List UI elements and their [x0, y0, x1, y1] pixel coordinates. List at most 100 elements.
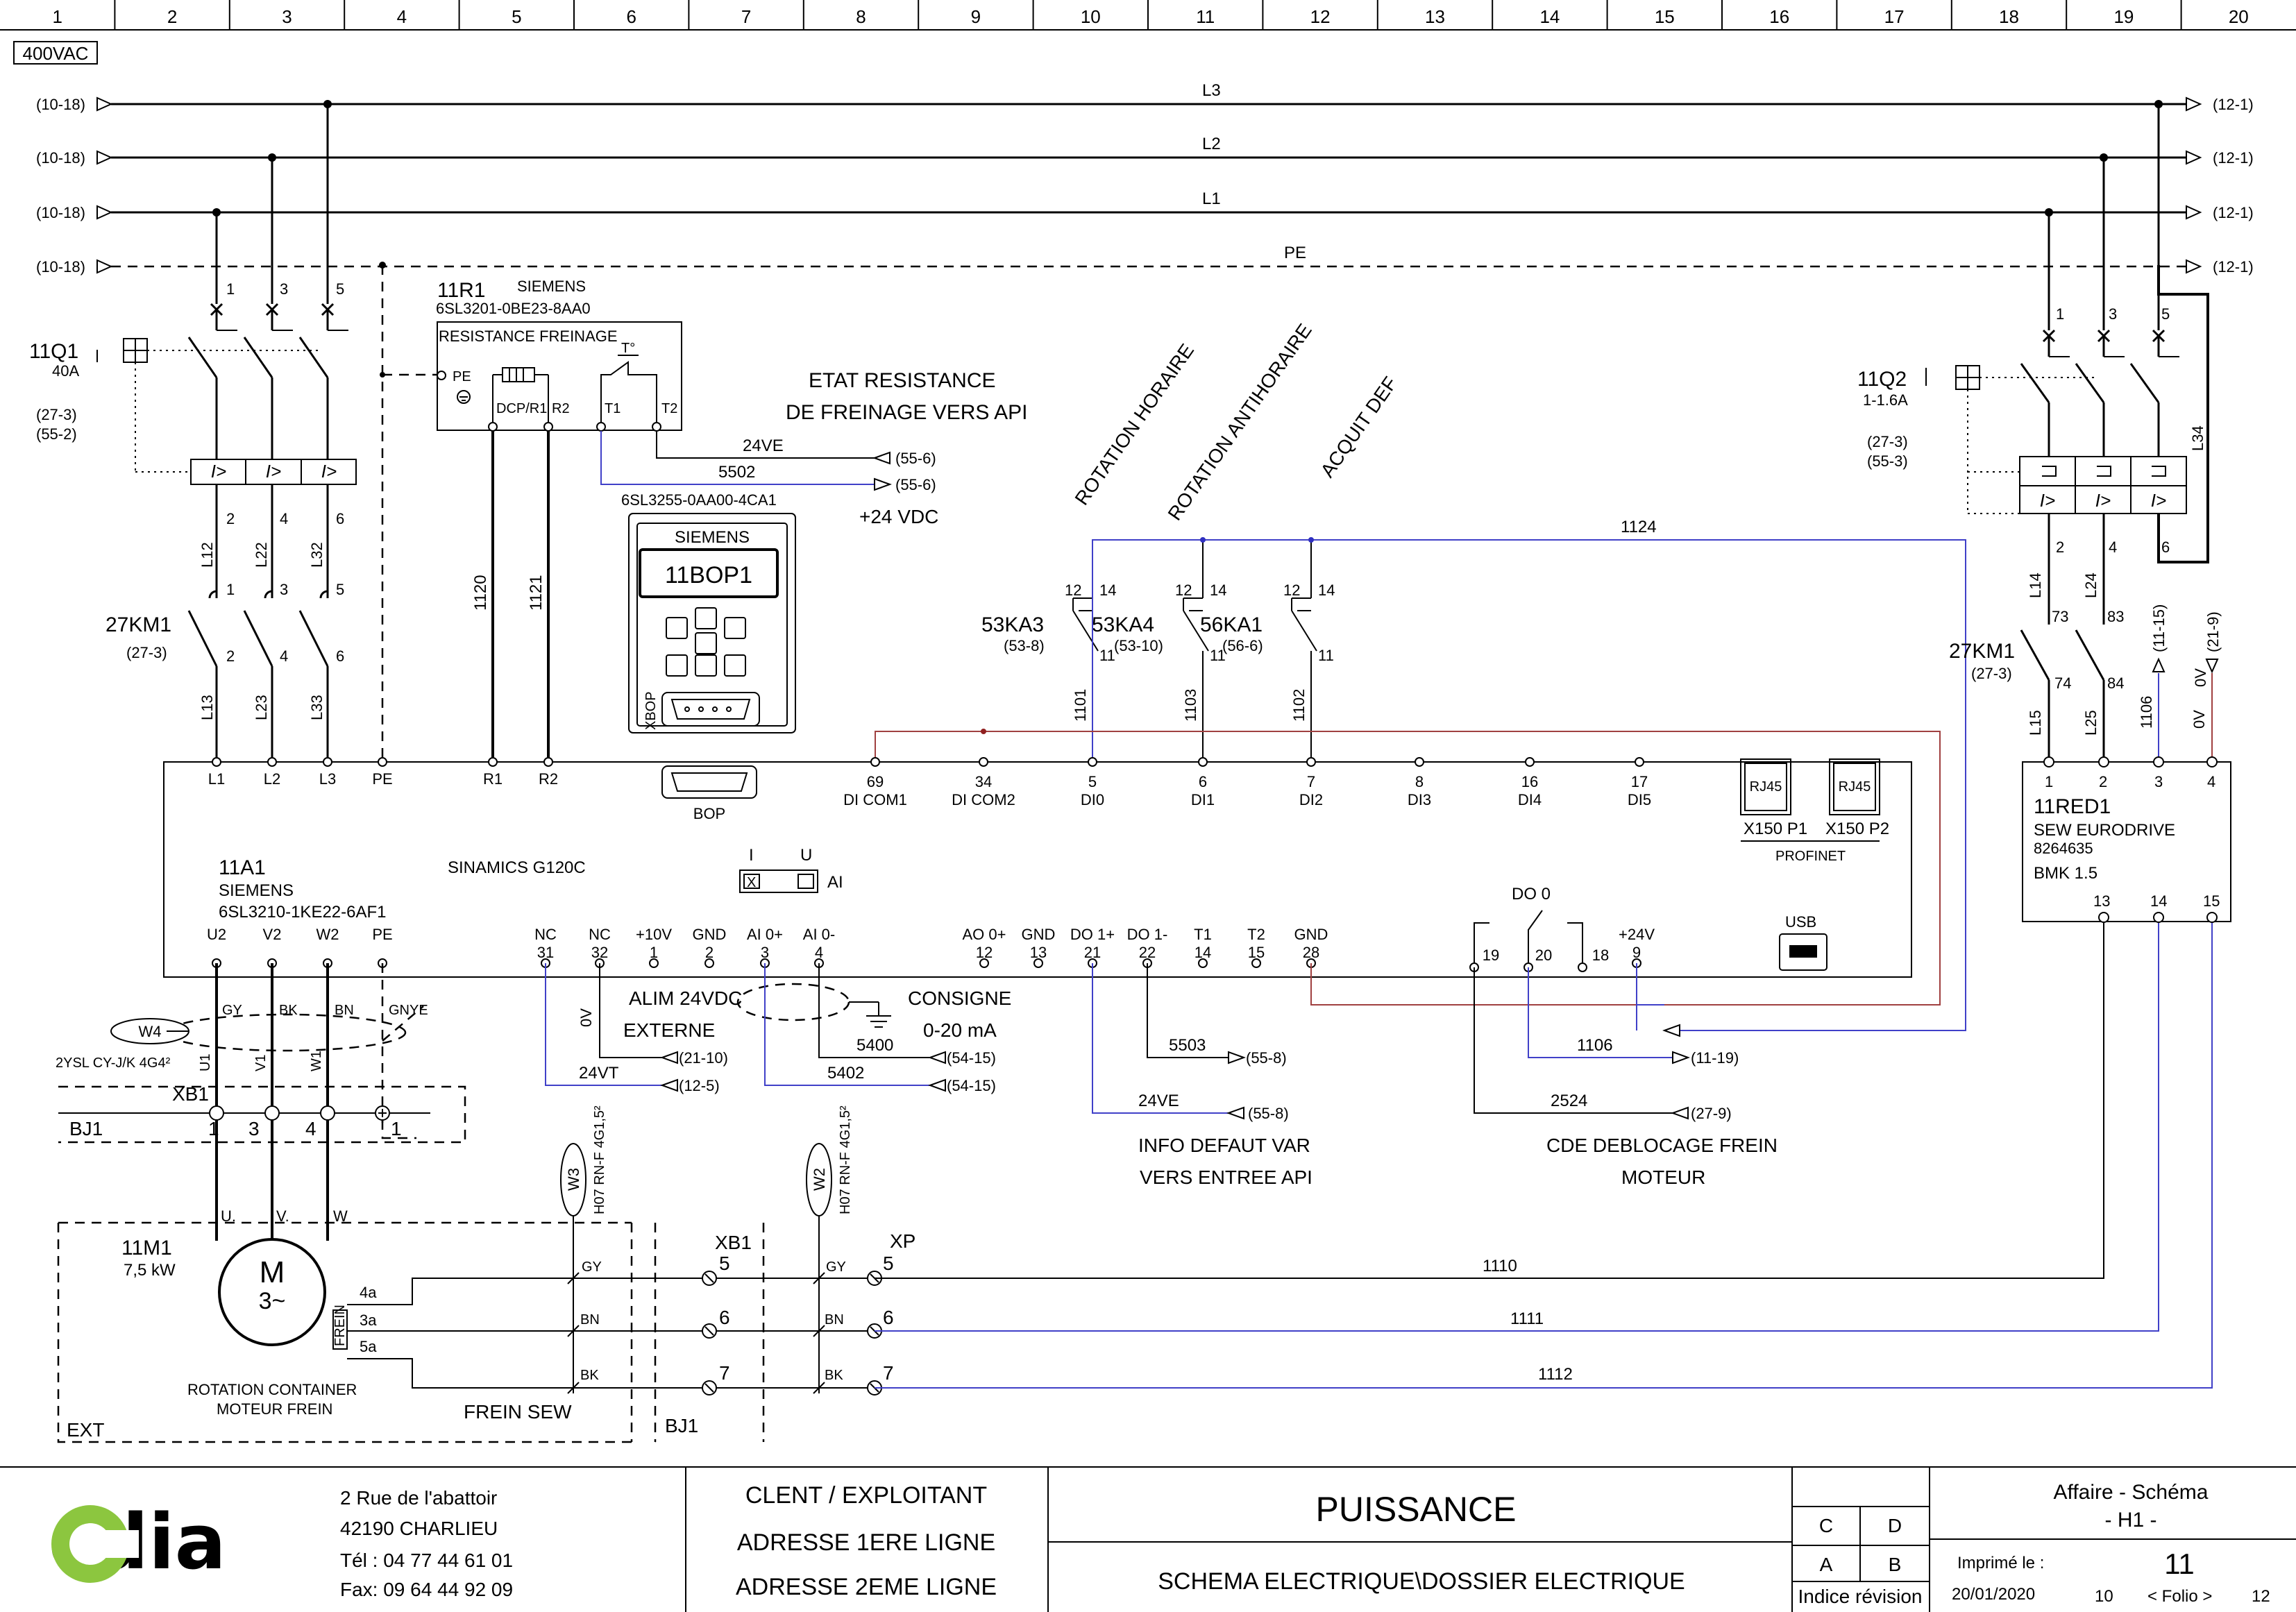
svg-text:4: 4 [305, 1118, 316, 1139]
drive-io-label: PE [372, 926, 392, 943]
drive-di-label: DI5 [1628, 791, 1651, 808]
svg-text:5400: 5400 [856, 1036, 893, 1055]
svg-text:T°: T° [621, 341, 635, 356]
svg-text:4: 4 [2207, 773, 2215, 790]
svg-text:14: 14 [1099, 582, 1116, 599]
svg-text:RESISTANCE FREINAGE: RESISTANCE FREINAGE [439, 328, 618, 345]
drive-io-number: 14 [1195, 944, 1211, 961]
svg-text:5: 5 [883, 1253, 894, 1274]
drive-io-number: 21 [1084, 944, 1101, 961]
drive-di-label: DI4 [1518, 791, 1542, 808]
svg-text:11: 11 [1099, 647, 1115, 664]
drive-di-number: 17 [1631, 773, 1648, 790]
bus-label: L3 [1202, 81, 1221, 100]
svg-text:(55-2): (55-2) [36, 425, 77, 443]
svg-text:2: 2 [226, 647, 235, 665]
drive-di-number: 5 [1088, 773, 1097, 790]
svg-text:V1: V1 [253, 1055, 269, 1071]
svg-text:L23: L23 [253, 695, 270, 720]
svg-text:GY: GY [826, 1259, 846, 1275]
svg-text:I>: I> [266, 461, 281, 482]
column-number: 11 [1196, 6, 1215, 27]
svg-text:I>: I> [2040, 490, 2055, 511]
svg-text:SIEMENS: SIEMENS [219, 881, 294, 900]
drive-io-label: GND [693, 926, 727, 943]
bus-label: L2 [1202, 135, 1221, 153]
svg-text:SIEMENS: SIEMENS [675, 528, 750, 547]
svg-text:24VE: 24VE [743, 436, 784, 455]
svg-text:(27-3): (27-3) [126, 644, 167, 661]
svg-text:R2: R2 [552, 401, 570, 416]
svg-text:V.: V. [276, 1207, 289, 1225]
column-number: 13 [1425, 6, 1445, 27]
svg-text:(54-15): (54-15) [947, 1077, 996, 1094]
column-number: 9 [971, 6, 981, 27]
svg-text:L33: L33 [308, 695, 326, 720]
svg-text:L25: L25 [2082, 710, 2100, 736]
svg-text:6SL3201-0BE23-8AA0: 6SL3201-0BE23-8AA0 [436, 300, 591, 317]
drive-io-number: 1 [650, 944, 658, 961]
svg-text:53KA4: 53KA4 [1092, 613, 1154, 636]
svg-text:4: 4 [280, 647, 288, 665]
svg-text:4a: 4a [360, 1284, 377, 1301]
drive-di-number: 34 [975, 773, 992, 790]
svg-text:ETAT RESISTANCE: ETAT RESISTANCE [809, 369, 996, 392]
svg-text:1106: 1106 [1577, 1036, 1613, 1055]
svg-text:(27-3): (27-3) [36, 406, 77, 423]
bus-ref-right: (12-1) [2213, 149, 2254, 167]
svg-text:13: 13 [2093, 892, 2110, 910]
svg-text:8264635: 8264635 [2034, 840, 2093, 857]
drive-io-label: V2 [263, 926, 282, 943]
svg-text:1110: 1110 [1483, 1257, 1517, 1275]
svg-text:CDE DEBLOCAGE FREIN: CDE DEBLOCAGE FREIN [1546, 1135, 1778, 1156]
svg-text:(54-15): (54-15) [947, 1049, 996, 1067]
svg-text:11M1: 11M1 [121, 1237, 172, 1259]
svg-text:2: 2 [2056, 538, 2064, 556]
svg-text:ROTATION CONTAINER: ROTATION CONTAINER [187, 1381, 357, 1398]
svg-text:(53-8): (53-8) [1004, 637, 1045, 654]
title-block: cdia 2 Rue de l'abattoir 42190 CHARLIEU … [0, 1466, 2296, 1612]
svg-text:6: 6 [336, 647, 344, 665]
svg-text:12: 12 [1175, 582, 1192, 599]
svg-text:(27-3): (27-3) [1971, 665, 2012, 682]
column-number: 7 [741, 6, 751, 27]
svg-text:XBOP: XBOP [643, 691, 659, 730]
svg-text:1120: 1120 [471, 575, 490, 611]
drive-io-number: 28 [1303, 944, 1319, 961]
svg-text:AI: AI [827, 873, 843, 892]
svg-text:11RED1: 11RED1 [2034, 795, 2111, 818]
svg-text:(55-8): (55-8) [1246, 1049, 1287, 1067]
svg-text:7,5 kW: 7,5 kW [124, 1261, 176, 1280]
svg-text:BK: BK [825, 1368, 843, 1383]
svg-text:PROFINET: PROFINET [1775, 849, 1846, 864]
svg-text:+24 VDC: +24 VDC [859, 506, 938, 527]
svg-text:I>: I> [2151, 490, 2166, 511]
svg-text:0V: 0V [2192, 668, 2209, 687]
svg-text:W4: W4 [139, 1023, 162, 1040]
drive-control-wiring: 0V 24VT (21-10) (12-5) ALIM 24VDC EXTERN… [545, 963, 1778, 1188]
svg-text:SEW EURODRIVE: SEW EURODRIVE [2034, 821, 2175, 840]
svg-text:6: 6 [719, 1307, 730, 1328]
svg-text:5: 5 [336, 280, 344, 298]
column-number: 4 [397, 6, 407, 27]
svg-text:1112: 1112 [1538, 1365, 1573, 1384]
svg-text:56KA1: 56KA1 [1200, 613, 1263, 636]
svg-text:0V: 0V [2191, 710, 2208, 729]
svg-text:1: 1 [226, 581, 235, 598]
bus-ref-left: (10-18) [36, 204, 85, 221]
svg-text:2524: 2524 [1551, 1092, 1587, 1110]
svg-text:RJ45: RJ45 [1750, 779, 1782, 795]
column-number: 6 [626, 6, 636, 27]
svg-text:PUISSANCE: PUISSANCE [1316, 1490, 1517, 1529]
svg-text:VERS ENTREE API: VERS ENTREE API [1140, 1166, 1312, 1188]
svg-text:(55-6): (55-6) [895, 476, 936, 493]
column-number: 2 [167, 6, 177, 27]
svg-text:MOTEUR FREIN: MOTEUR FREIN [217, 1400, 332, 1418]
column-number: 5 [512, 6, 521, 27]
svg-text:Tél : 04 77 44 61 01: Tél : 04 77 44 61 01 [340, 1550, 513, 1571]
svg-text:Indice révision: Indice révision [1798, 1586, 1923, 1607]
svg-text:10: 10 [2095, 1587, 2113, 1606]
drive-io-label: GND [1022, 926, 1056, 943]
svg-text:74: 74 [2054, 675, 2071, 692]
